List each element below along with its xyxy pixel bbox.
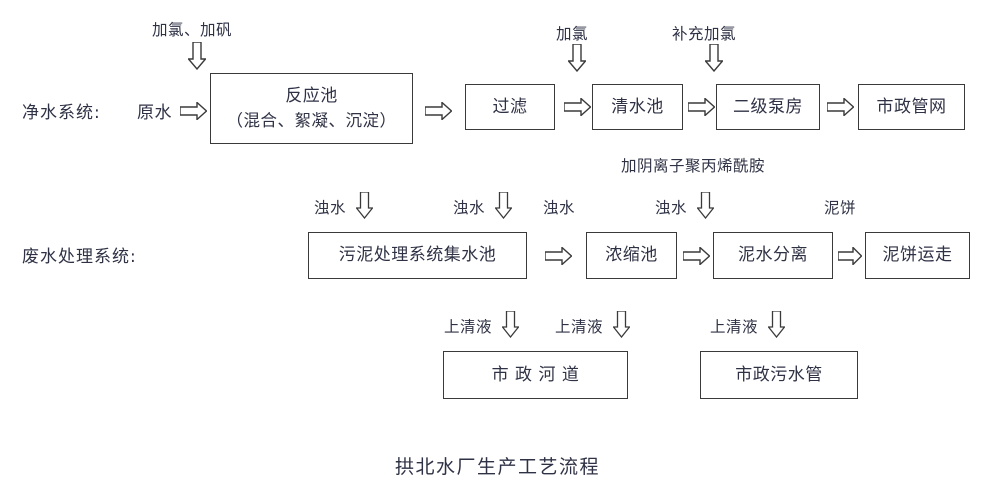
down-arrow-turbid-water-4 <box>697 192 714 219</box>
box-reaction-tank-line2: （混合、絮凝、沉淀） <box>226 110 397 130</box>
right-arrow-separation-to-mud-cake-removal <box>838 247 862 265</box>
source-label-raw-water: 原水 <box>137 103 172 123</box>
box-sludge-treatment-collection-tank[interactable]: 污泥处理系统集水池 <box>308 232 527 279</box>
right-arrow-thickening-tank-to-separation <box>683 247 710 265</box>
box-municipal-sewage-pipe-label: 市政污水管 <box>735 364 823 385</box>
row-label-purification-system: 净水系统: <box>22 103 101 123</box>
box-filtration[interactable]: 过滤 <box>465 84 555 130</box>
box-clear-water-tank[interactable]: 清水池 <box>592 84 683 130</box>
right-arrow-filtration-to-clear-water-tank <box>564 98 591 116</box>
dosing-label-chlorine-alum: 加氯、加矾 <box>152 21 233 39</box>
down-arrow-turbid-water-1 <box>356 192 373 219</box>
stream-label-supernatant-2: 上清液 <box>555 318 604 336</box>
box-reaction-tank-line1: 反应池 <box>285 86 338 107</box>
box-sludge-treatment-collection-tank-label: 污泥处理系统集水池 <box>338 245 497 266</box>
stream-label-turbid-water-4: 浊水 <box>655 199 688 217</box>
dosing-label-chlorine: 加氯 <box>556 25 589 43</box>
box-municipal-pipe-network-label: 市政管网 <box>876 96 947 117</box>
stream-label-turbid-water-3: 浊水 <box>543 199 576 217</box>
box-sludge-water-separation-label: 泥水分离 <box>738 245 808 266</box>
right-arrow-raw-water-to-reaction-tank <box>180 102 207 120</box>
box-municipal-river-channel[interactable]: 市 政 河 道 <box>443 351 628 399</box>
down-arrow-chlorine <box>568 44 586 72</box>
box-sludge-water-separation[interactable]: 泥水分离 <box>713 232 833 279</box>
box-mud-cake-removal[interactable]: 泥饼运走 <box>865 232 970 279</box>
box-municipal-pipe-network[interactable]: 市政管网 <box>858 84 965 130</box>
box-filtration-label: 过滤 <box>492 96 528 117</box>
box-thickening-tank-label: 浓缩池 <box>605 245 658 266</box>
down-arrow-supernatant-1 <box>502 311 519 338</box>
stream-label-supernatant-1: 上清液 <box>444 318 493 336</box>
note-anionic-polyacrylamide-dosing: 加阴离子聚丙烯酰胺 <box>621 157 766 175</box>
right-arrow-collection-tank-to-thickening-tank <box>545 247 572 265</box>
stream-label-turbid-water-2: 浊水 <box>453 199 486 217</box>
right-arrow-pump-house-to-pipe-network <box>827 98 854 116</box>
right-arrow-clear-water-to-pump-house <box>688 98 715 116</box>
dosing-label-supplementary-chlorine: 补充加氯 <box>672 25 737 43</box>
box-secondary-pump-house-label: 二级泵房 <box>733 96 803 117</box>
row-label-wastewater-system: 废水处理系统: <box>22 247 137 267</box>
right-arrow-reaction-to-filtration <box>425 102 452 120</box>
down-arrow-supernatant-3 <box>768 311 785 338</box>
box-secondary-pump-house[interactable]: 二级泵房 <box>716 84 820 130</box>
box-municipal-river-channel-label: 市 政 河 道 <box>491 364 580 385</box>
box-mud-cake-removal-label: 泥饼运走 <box>882 245 953 266</box>
diagram-caption: 拱北水厂生产工艺流程 <box>395 456 601 478</box>
down-arrow-turbid-water-2 <box>495 192 512 219</box>
down-arrow-supernatant-2 <box>613 311 630 338</box>
down-arrow-supplementary-chlorine <box>705 44 723 72</box>
stream-label-supernatant-3: 上清液 <box>710 318 759 336</box>
down-arrow-chlorine-alum <box>188 42 206 70</box>
stream-label-mud-cake: 泥饼 <box>824 199 857 217</box>
box-clear-water-tank-label: 清水池 <box>611 96 664 117</box>
box-thickening-tank[interactable]: 浓缩池 <box>586 232 677 279</box>
box-reaction-tank[interactable]: 反应池 （混合、絮凝、沉淀） <box>210 73 413 144</box>
box-municipal-sewage-pipe[interactable]: 市政污水管 <box>700 351 858 399</box>
stream-label-turbid-water-1: 浊水 <box>314 199 347 217</box>
